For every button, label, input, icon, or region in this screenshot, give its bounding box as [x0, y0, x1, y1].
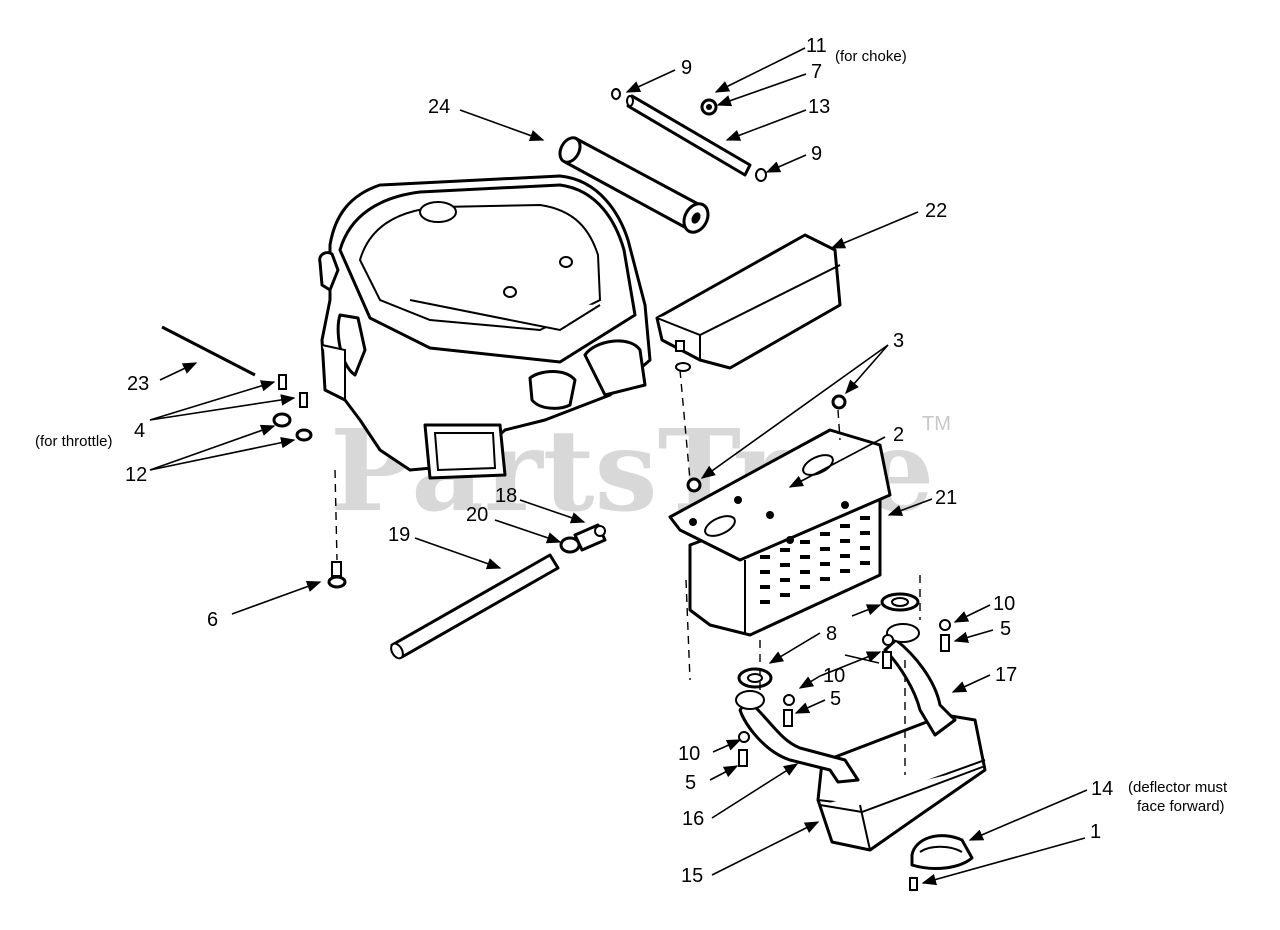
- part-19-fuel-line: [390, 553, 560, 660]
- label-8: 8: [826, 623, 837, 645]
- part-24-foam-tube: [558, 136, 710, 234]
- note-deflector-line-1: (deflector must: [1128, 779, 1228, 796]
- label-13: 13: [808, 96, 830, 118]
- label-23: 23: [127, 373, 149, 395]
- part-5-bolt-c: [783, 709, 793, 727]
- label-17: 17: [995, 664, 1017, 686]
- alignment-lines: [334, 369, 921, 775]
- note-for-choke: (for choke): [835, 48, 907, 65]
- part-7-grommet: [700, 98, 718, 116]
- part-10-washer-d: [738, 731, 750, 743]
- label-5-c: 5: [685, 772, 696, 794]
- label-10-c: 10: [678, 743, 700, 765]
- part-number-labels: 24 9 11 (for choke) 7 13 9 22 3 2 21 23 …: [35, 35, 1228, 887]
- part-5-bolt-d: [738, 749, 748, 767]
- part-1-screw: [909, 877, 918, 891]
- label-10-a: 10: [993, 593, 1015, 615]
- part-10-washer-a: [939, 619, 951, 631]
- label-6: 6: [207, 609, 218, 631]
- note-deflector-line-2: face forward): [1137, 798, 1225, 815]
- label-9-top: 9: [681, 57, 692, 79]
- label-22: 22: [925, 200, 947, 222]
- part-13-choke-cable-tube: [626, 94, 752, 177]
- label-21: 21: [935, 487, 957, 509]
- label-1: 1: [1090, 821, 1101, 843]
- label-7: 7: [811, 61, 822, 83]
- part-8-gasket-left: [737, 667, 773, 689]
- label-12: 12: [125, 464, 147, 486]
- engine-assembly: [318, 174, 652, 480]
- part-10-washer-b: [882, 634, 894, 646]
- part-15-muffler: [816, 713, 987, 852]
- part-9-clip-right: [755, 168, 767, 182]
- part-12-clamp: [272, 412, 313, 442]
- leader-lines: [149, 47, 1088, 886]
- label-3: 3: [893, 330, 904, 352]
- label-15: 15: [681, 865, 703, 887]
- label-14: 14: [1091, 778, 1113, 800]
- part-23-governor-spring: [161, 325, 256, 377]
- label-2: 2: [893, 424, 904, 446]
- part-3-nut-right: [831, 394, 847, 410]
- label-10-b: 10: [823, 665, 845, 687]
- part-10-washer-c: [783, 694, 795, 706]
- label-20: 20: [466, 504, 488, 526]
- part-3-nut-left: [686, 477, 702, 493]
- part-17-exhaust-pipe-right: [883, 623, 957, 737]
- svg-text:TM: TM: [922, 413, 951, 435]
- label-9-right: 9: [811, 143, 822, 165]
- part-8-gasket-right: [880, 592, 920, 612]
- label-24: 24: [428, 96, 450, 118]
- label-16: 16: [682, 808, 704, 830]
- part-9-clip-top: [611, 88, 621, 100]
- label-4: 4: [134, 420, 145, 442]
- label-11: 11: [806, 35, 827, 57]
- part-16-exhaust-pipe-left: [735, 690, 860, 784]
- label-19: 19: [388, 524, 410, 546]
- label-5-a: 5: [1000, 618, 1011, 640]
- part-14-deflector: [910, 834, 974, 871]
- part-20-clamp: [559, 536, 581, 554]
- part-5-bolt-a: [940, 634, 950, 652]
- label-18: 18: [495, 485, 517, 507]
- part-5-bolt-b: [882, 651, 892, 669]
- part-18-fitting: [573, 523, 607, 552]
- part-22-screw: [675, 340, 691, 372]
- label-5-b: 5: [830, 688, 841, 710]
- part-4-screw: [278, 374, 308, 408]
- part-6-bolt: [327, 561, 347, 589]
- part-22-muffler-cover: [655, 233, 842, 370]
- note-for-throttle: (for throttle): [35, 433, 113, 450]
